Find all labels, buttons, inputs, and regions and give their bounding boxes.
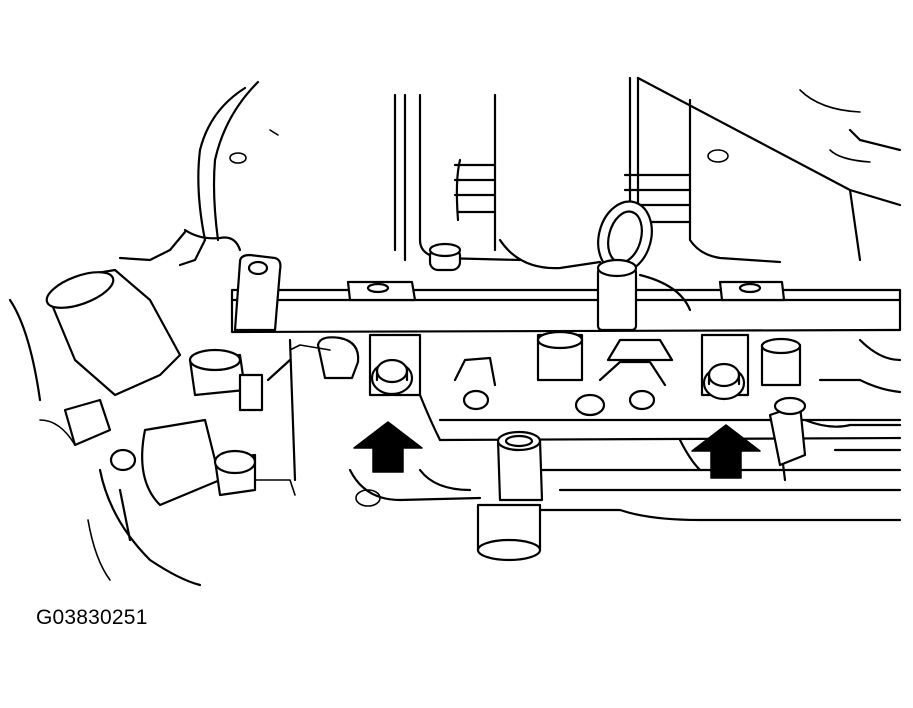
wiring-harness [118,80,279,267]
upper-intake-housing [393,76,902,270]
left-callout-arrow [353,421,423,473]
right-mounting-bolt [702,362,746,401]
figure-id-label: G03830251 [36,606,148,629]
water-outlet-pipe [476,430,544,562]
lower-left-fittings [87,344,331,587]
sensor-connector [8,268,182,447]
right-callout-arrow [691,424,761,479]
fuel-rail [230,253,902,334]
right-side-edge [803,338,902,428]
left-mounting-bolt [370,358,414,396]
small-cap [428,242,462,272]
vacuum-nipple [768,396,807,467]
fuel-line-clip [596,200,692,332]
